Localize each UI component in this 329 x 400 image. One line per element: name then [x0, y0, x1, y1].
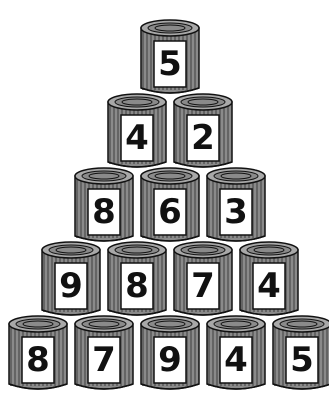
number-can[interactable]: 9 — [40, 238, 102, 318]
number-can[interactable]: 8 — [7, 312, 69, 392]
number-can[interactable]: 4 — [205, 312, 267, 392]
can-number: 9 — [155, 338, 185, 382]
number-can[interactable]: 6 — [139, 164, 201, 244]
can-number: 8 — [23, 338, 53, 382]
can-number: 9 — [56, 264, 86, 308]
can-number: 5 — [155, 42, 185, 86]
can-number: 7 — [188, 264, 218, 308]
number-can[interactable]: 3 — [205, 164, 267, 244]
can-number: 8 — [122, 264, 152, 308]
number-can[interactable]: 8 — [73, 164, 135, 244]
can-number: 4 — [122, 116, 152, 160]
can-number: 5 — [287, 338, 317, 382]
can-number: 2 — [188, 116, 218, 160]
can-number: 4 — [254, 264, 284, 308]
number-can[interactable]: 5 — [139, 16, 201, 96]
number-can[interactable]: 7 — [172, 238, 234, 318]
number-can[interactable]: 7 — [73, 312, 135, 392]
number-can[interactable]: 4 — [106, 90, 168, 170]
number-can[interactable]: 2 — [172, 90, 234, 170]
can-number: 3 — [221, 190, 251, 234]
can-number: 7 — [89, 338, 119, 382]
number-can[interactable]: 8 — [106, 238, 168, 318]
number-can[interactable]: 9 — [139, 312, 201, 392]
number-can[interactable]: 5 — [271, 312, 329, 392]
can-number: 6 — [155, 190, 185, 234]
can-number: 8 — [89, 190, 119, 234]
number-can[interactable]: 4 — [238, 238, 300, 318]
can-number: 4 — [221, 338, 251, 382]
